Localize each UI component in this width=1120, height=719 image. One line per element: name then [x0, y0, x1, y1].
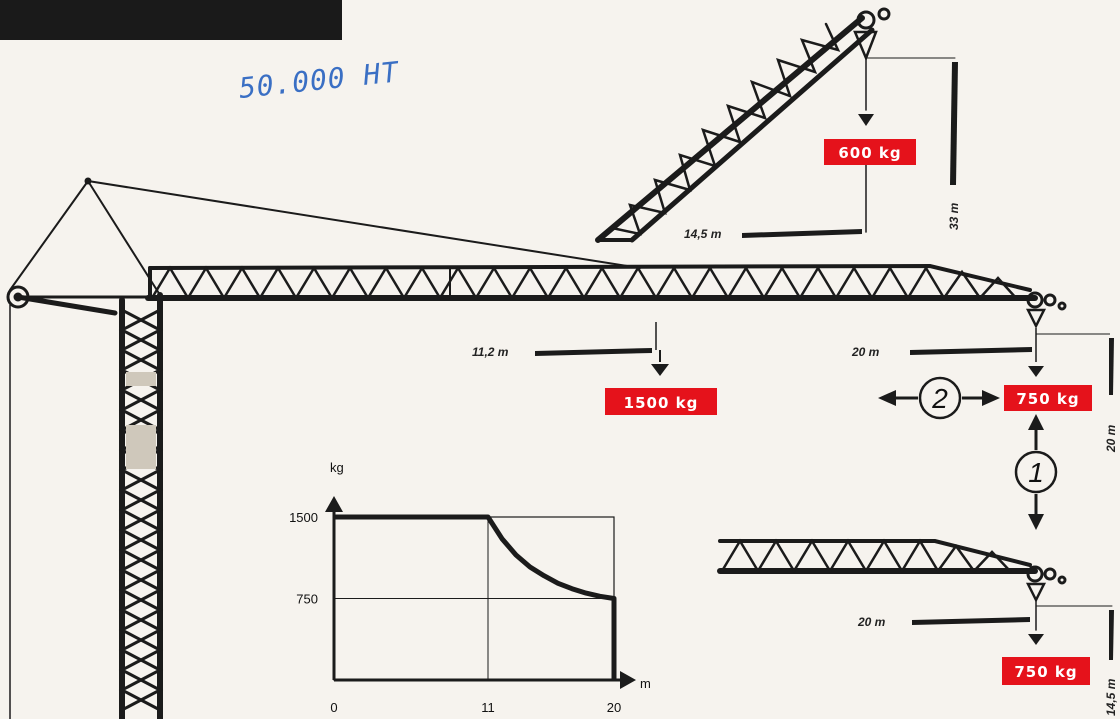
load-tag-luffed — [824, 139, 916, 165]
tip-radius-bar — [910, 347, 1032, 355]
motion-vertical: 1 — [1014, 414, 1058, 530]
chart-ytick-label: 1500 — [289, 510, 318, 525]
handwritten-note: 50.000 HT — [237, 55, 401, 105]
luffed-height-bar — [950, 62, 958, 185]
chart-ylabel: kg — [330, 460, 344, 475]
load-tag-lowered-text: 750 kg — [1014, 663, 1077, 681]
chart-series-line — [334, 514, 617, 680]
header-block — [0, 0, 342, 40]
load-tag-lowered — [1002, 657, 1090, 685]
main-crane — [6, 177, 1067, 719]
lowered-jib — [717, 538, 1113, 631]
luffed-radius-label: 14,5 m — [684, 227, 722, 241]
chart-xlabel: m — [640, 676, 651, 691]
load-tag-tip-text: 750 kg — [1016, 390, 1079, 408]
luffed-radius-bar — [742, 229, 862, 238]
lowered-height-label: 14,5 m — [1104, 678, 1118, 716]
lowered-radius-label: 20 m — [857, 615, 886, 629]
tower-mast — [118, 292, 164, 719]
tip-height-label: 20 m — [1104, 424, 1118, 453]
luffed-load-arrow — [858, 114, 874, 126]
luffed-height-label: 33 m — [947, 202, 961, 230]
tip-height-bar — [1109, 338, 1114, 395]
luffed-jib — [595, 7, 956, 243]
chart-ytick-label: 750 — [296, 592, 318, 607]
chart-xtick-label: 11 — [481, 700, 495, 715]
chart-xtick-label: 20 — [607, 700, 621, 715]
load-tag-luffed-text: 600 kg — [838, 144, 901, 162]
motion-horizontal: 2 — [878, 376, 1000, 420]
mid-load-arrow — [651, 364, 669, 376]
lowered-load-arrow — [1028, 634, 1044, 645]
mid-radius-bar — [535, 348, 652, 356]
lowered-height-bar — [1109, 610, 1114, 660]
load-tag-mid-text: 1500 kg — [624, 394, 699, 412]
load-tag-tip — [1004, 385, 1092, 411]
mid-radius-label: 11,2 m — [472, 345, 509, 359]
tip-load-arrow — [1028, 366, 1044, 377]
chart-y-arrow — [325, 496, 343, 512]
chart-xtick-label: 0 — [330, 700, 337, 715]
chart-x-arrow — [620, 671, 636, 689]
lowered-radius-bar — [912, 617, 1030, 625]
load-chart: kg m 0 11 20 1500 750 — [289, 460, 651, 715]
jib — [145, 263, 1038, 301]
motion-vertical-label: 1 — [1028, 457, 1044, 488]
tip-radius-label: 20 m — [851, 345, 880, 359]
load-tag-mid — [605, 388, 717, 415]
motion-horizontal-label: 2 — [931, 383, 948, 414]
